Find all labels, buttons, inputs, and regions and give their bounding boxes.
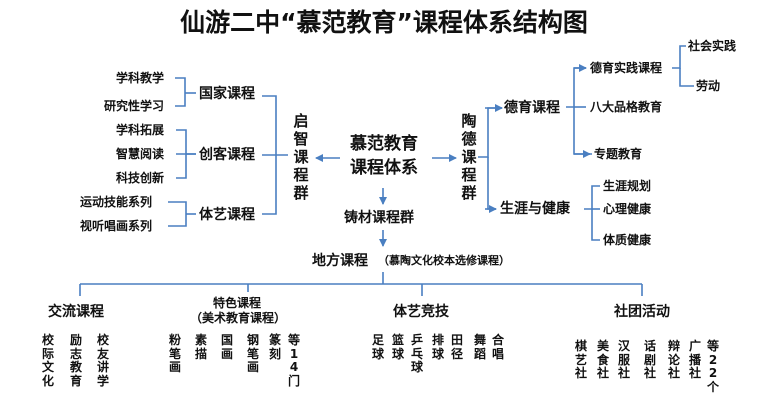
- tiyi-item: 足球: [371, 333, 384, 361]
- tese-item: 等14门: [287, 333, 300, 388]
- right-item-deyu-shijian: 德育实践课程: [590, 61, 663, 75]
- left-item-shiting: 视听唱画系列: [80, 219, 153, 233]
- tiyi-item: 田径: [450, 333, 463, 361]
- shetuan-item: 棋艺社: [574, 339, 587, 380]
- section-tese-sub: （美术教育课程）: [190, 311, 287, 325]
- section-tese: 特色课程: [213, 296, 262, 310]
- left-category-tiyi: 体艺课程: [199, 207, 255, 223]
- left-item-xueke-jiaoxue: 学科教学: [116, 71, 165, 85]
- right-category-shengya: 生涯与健康: [500, 201, 570, 217]
- zhucai-course-group: 铸材课程群: [344, 210, 414, 226]
- jiaoliu-item: 励志教育: [69, 333, 82, 388]
- shetuan-item: 汉服社: [617, 339, 630, 380]
- difang-course-note: （慕陶文化校本选修课程）: [378, 254, 510, 267]
- left-item-xueke-tuozhan: 学科拓展: [116, 123, 165, 137]
- left-category-guojia: 国家课程: [199, 86, 255, 102]
- page-title: 仙游二中“慕范教育”课程体系结构图: [180, 8, 588, 37]
- tese-item: 国画: [220, 333, 233, 361]
- tese-item: 钢笔画: [246, 333, 259, 374]
- center-node: 慕范教育 课程体系: [329, 132, 439, 180]
- tiyi-item: 篮球: [391, 333, 404, 361]
- tiyi-item: 乒乓球: [410, 333, 423, 374]
- right-item-zhuanti: 专题教育: [594, 147, 643, 161]
- right-item-bada-pinge: 八大品格教育: [590, 100, 663, 114]
- tiyi-item: 舞蹈: [473, 333, 486, 361]
- tese-item: 素描: [194, 333, 207, 361]
- tiyi-item: 合唱: [491, 333, 504, 361]
- left-item-yundong: 运动技能系列: [80, 195, 153, 209]
- shetuan-item: 等22个: [706, 339, 719, 394]
- section-jiaoliu: 交流课程: [48, 304, 104, 320]
- right-group-name: 陶德课程群: [461, 112, 477, 202]
- shetuan-item: 美食社: [596, 339, 609, 380]
- shetuan-item: 话剧社: [643, 339, 656, 380]
- center-line-2: 课程体系: [350, 158, 418, 178]
- section-tiyi-jingji: 体艺竞技: [393, 304, 449, 320]
- tese-item: 粉笔画: [168, 333, 181, 374]
- tiyi-item: 排球: [431, 333, 444, 361]
- difang-course: 地方课程: [312, 253, 368, 269]
- left-item-zhihui-yuedu: 智慧阅读: [116, 147, 165, 161]
- right-subitem-shehui-shijian: 社会实践: [688, 39, 737, 53]
- shetuan-item: 广播社: [688, 339, 701, 380]
- left-item-keji-chuangxin: 科技创新: [116, 171, 165, 185]
- right-subitem-laodong: 劳动: [696, 79, 721, 93]
- jiaoliu-item: 校际文化: [41, 333, 54, 388]
- shetuan-item: 辩论社: [667, 339, 680, 380]
- right-category-deyu: 德育课程: [504, 100, 560, 116]
- left-item-yanjiuxing: 研究性学习: [104, 99, 165, 113]
- left-category-chuangke: 创客课程: [199, 147, 255, 163]
- left-group-name: 启智课程群: [293, 112, 309, 202]
- right-item-tizhi-jiankang: 体质健康: [603, 233, 652, 247]
- right-item-shengya-guihua: 生涯规划: [603, 179, 652, 193]
- section-shetuan: 社团活动: [614, 304, 670, 320]
- tese-item: 篆刻: [268, 333, 281, 361]
- jiaoliu-item: 校友讲学: [96, 333, 109, 388]
- right-item-xinli-jiankang: 心理健康: [603, 202, 652, 216]
- center-line-1: 慕范教育: [350, 134, 418, 154]
